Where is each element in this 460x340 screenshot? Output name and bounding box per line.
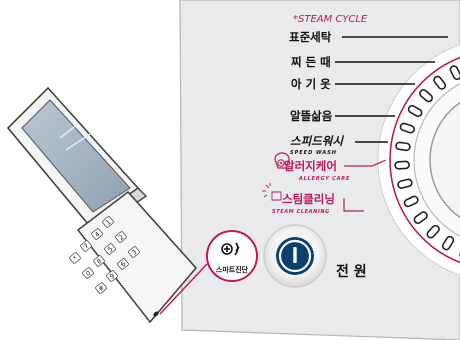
power-button[interactable]: [263, 224, 327, 288]
phone-screen: [21, 99, 131, 213]
smart-diagnosis-marker[interactable]: [206, 230, 258, 282]
keypad-key-label: 1: [104, 218, 112, 227]
dial-grip: [441, 235, 455, 251]
keypad-key-9: *: [69, 252, 81, 264]
keypad-key-label: 6: [119, 260, 127, 269]
keypad-key-label: 2: [117, 233, 125, 242]
keypad-key-label: 8: [95, 257, 103, 266]
cycle-sub-steam-cleaning: STEAM CLEANING: [272, 209, 330, 215]
keypad-key-11: #: [95, 282, 107, 294]
dial-grip: [419, 89, 433, 103]
steam-icon: [262, 183, 282, 201]
smart-diagnosis-icon: [221, 242, 240, 256]
flip-phone-illustration: 123 456 789 * 0 #: [6, 86, 198, 324]
cycle-label-speed-wash: 스피드워시: [290, 134, 344, 148]
dial-grip: [403, 195, 419, 208]
keypad-key-4: 5: [104, 243, 116, 255]
leader-line-allergy-care: [344, 159, 387, 167]
cycle-label-eco-boil: 알뜰삶음: [290, 109, 333, 123]
keypad-key-0: 1: [102, 216, 114, 228]
power-icon: [293, 247, 297, 263]
keypad-key-label: 9: [108, 272, 116, 281]
dial-grip: [433, 75, 447, 90]
keypad-key-label: *: [72, 254, 80, 263]
dial-grip-marks: [394, 65, 460, 260]
dial-grip: [394, 160, 410, 170]
keypad-key-label: 5: [106, 245, 114, 254]
cycle-label-steam-cleaning: 스팀클리닝: [282, 192, 335, 206]
cycle-sub-allergy-care: ALLERGY CARE: [298, 176, 350, 182]
power-label: 전 원: [336, 263, 367, 280]
dial-grip: [413, 211, 428, 224]
keypad-key-1: 2: [115, 231, 127, 243]
keypad-key-label: 3: [130, 248, 138, 257]
dial-grip: [395, 141, 411, 152]
cycle-label-heavy-soil: 찌 든 때: [291, 55, 331, 69]
diagnosis-connector: [159, 263, 208, 315]
phone-speaker: [153, 311, 159, 317]
dial-grip: [426, 224, 440, 239]
keypad-key-6: 7: [80, 240, 92, 252]
cycle-sub-speed-wash: SPEED WASH: [290, 150, 337, 156]
dial-grip: [407, 104, 423, 118]
keypad-key-7: 8: [93, 255, 105, 267]
screen-glare: [59, 123, 91, 151]
keypad-key-3: 4: [91, 228, 103, 240]
leader-line-steam-cleaning: [343, 198, 364, 212]
keypad-key-label: 7: [82, 242, 90, 251]
dial-grip: [397, 178, 413, 189]
keypad-key-2: 3: [128, 246, 140, 258]
dial-grip: [399, 122, 415, 134]
cycle-dial[interactable]: [377, 38, 460, 282]
smart-diagnosis-label: 스마트진단: [216, 265, 249, 274]
cycle-label-allergy-care: 알러지케어: [284, 159, 337, 173]
cycle-label-baby-clothes: 아 기 옷: [291, 77, 331, 91]
cycle-label-standard-wash: 표준세탁: [289, 30, 332, 44]
dial-grip: [449, 65, 460, 81]
keypad-key-label: 4: [93, 230, 101, 239]
keypad-key-8: 9: [106, 270, 118, 282]
allergy-care-icon: [274, 152, 290, 169]
keypad-key-label: #: [97, 284, 106, 294]
keypad-key-5: 6: [117, 258, 129, 270]
keypad-key-label: 0: [84, 269, 92, 278]
phone-keypad: 123 456 789 * 0 #: [69, 216, 140, 294]
steam-cycle-header: *STEAM CYCLE: [293, 14, 368, 25]
keypad-key-10: 0: [82, 267, 94, 279]
